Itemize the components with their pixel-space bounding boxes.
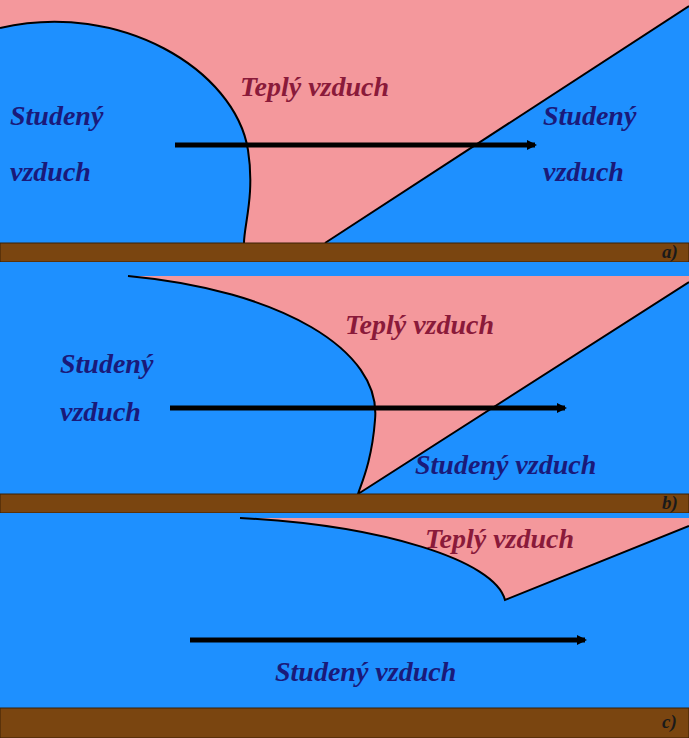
cold-air-region	[0, 262, 689, 494]
air-mass-label: Studený vzduch	[415, 448, 596, 482]
air-mass-label: Studený vzduch	[543, 88, 683, 200]
air-mass-label: Studený vzduch	[60, 340, 190, 436]
cold-air-region	[0, 513, 689, 708]
wind-arrow	[190, 638, 585, 643]
air-mass-label: Studený vzduch	[10, 88, 160, 200]
wind-arrow	[170, 406, 565, 411]
ground	[0, 708, 689, 738]
ground	[0, 243, 689, 262]
air-mass-label: Teplý vzduch	[425, 522, 574, 556]
panel-letter: b)	[662, 491, 678, 514]
wind-arrow	[175, 143, 535, 148]
air-mass-label: Studený vzduch	[275, 655, 456, 689]
warm-air-region	[128, 276, 689, 494]
panel-letter: a)	[662, 240, 678, 263]
warm-air-region	[240, 518, 689, 600]
panel-letter: c)	[662, 710, 677, 733]
front-line	[240, 518, 689, 600]
cold-air-region	[0, 22, 250, 243]
air-mass-label: Teplý vzduch	[345, 308, 494, 342]
air-mass-label: Teplý vzduch	[240, 70, 389, 104]
cold-air-region	[325, 6, 689, 243]
front-line	[128, 276, 689, 494]
warm-air-region	[0, 0, 689, 243]
front-line	[0, 22, 250, 243]
ground	[0, 494, 689, 513]
front-line	[325, 6, 689, 243]
